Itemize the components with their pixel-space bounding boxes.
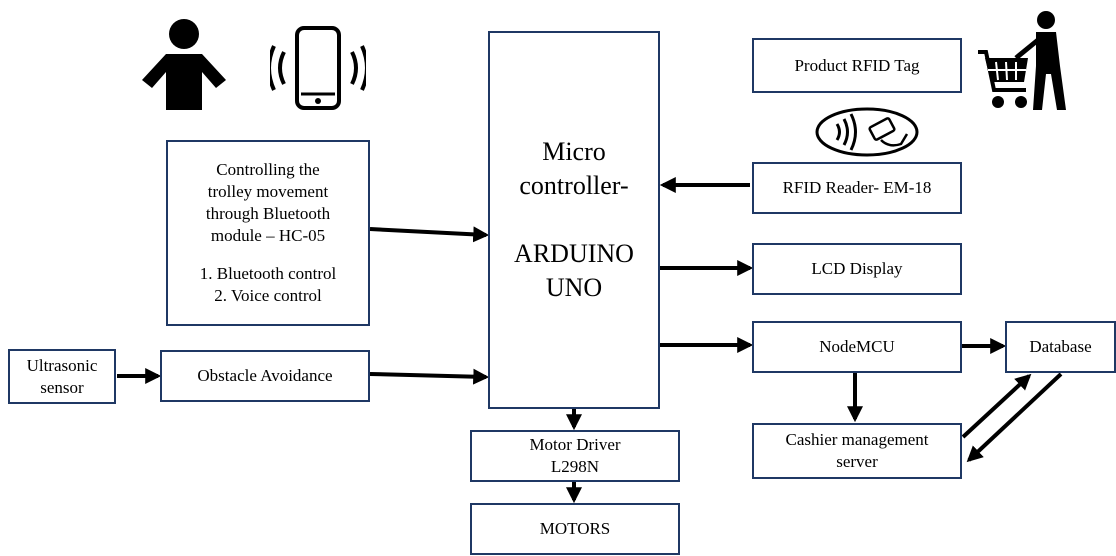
product-rfid-tag-block: Product RFID Tag (752, 38, 962, 93)
nodemcu-block: NodeMCU (752, 321, 962, 373)
bluetooth-line1: Controlling the (216, 160, 320, 179)
bluetooth-control-block: Controlling the trolley movement through… (166, 140, 370, 326)
mcu-label-line2: controller- (519, 171, 629, 200)
lcd-display-block: LCD Display (752, 243, 962, 295)
mcu-label-line1: Micro (542, 137, 606, 166)
obstacle-label: Obstacle Avoidance (197, 366, 333, 385)
motor-driver-line2: L298N (550, 457, 600, 476)
smartphone-vibrating-icon (270, 26, 366, 110)
lcd-label: LCD Display (811, 259, 903, 278)
mcu-label-line3: ARDUINO (514, 239, 634, 268)
nodemcu-label: NodeMCU (819, 337, 895, 356)
database-block: Database (1005, 321, 1116, 373)
rfid-reader-block: RFID Reader- EM-18 (752, 162, 962, 214)
cashier-server-block: Cashier management server (752, 423, 962, 479)
ultrasonic-line2: sensor (40, 377, 84, 397)
person-icon (142, 19, 226, 110)
bluetooth-line2: trolley movement (207, 182, 329, 201)
bluetooth-line4: module – HC-05 (210, 226, 326, 245)
bluetooth-line6: 2. Voice control (214, 286, 322, 305)
contactless-card-icon (815, 107, 919, 157)
microcontroller-block: Micro controller- ARDUINO UNO (488, 31, 660, 409)
motors-block: MOTORS (470, 503, 680, 555)
cashier-line2: server (836, 452, 878, 471)
ultrasonic-sensor-block: Ultrasonic sensor (8, 349, 116, 404)
motors-label: MOTORS (539, 519, 611, 538)
bluetooth-line5: 1. Bluetooth control (199, 264, 337, 283)
arrow-database-to-cashier (966, 372, 1063, 463)
shopping-cart-person-icon (978, 11, 1066, 110)
motor-driver-block: Motor Driver L298N (470, 430, 680, 482)
arrow-bluetooth-to-mcu (369, 226, 490, 243)
product-tag-label: Product RFID Tag (794, 55, 920, 75)
motor-driver-line1: Motor Driver (529, 435, 621, 454)
mcu-label-line4: UNO (545, 273, 603, 302)
bluetooth-line3: through Bluetooth (205, 204, 331, 223)
rfid-reader-label: RFID Reader- EM-18 (782, 178, 932, 197)
database-label: Database (1029, 337, 1092, 356)
arrow-cashier-to-database (961, 373, 1032, 439)
cashier-line1: Cashier management (785, 430, 929, 449)
arrow-obstacle-to-mcu (369, 368, 490, 385)
ultrasonic-line1: Ultrasonic (26, 355, 98, 375)
obstacle-avoidance-block: Obstacle Avoidance (160, 350, 370, 402)
